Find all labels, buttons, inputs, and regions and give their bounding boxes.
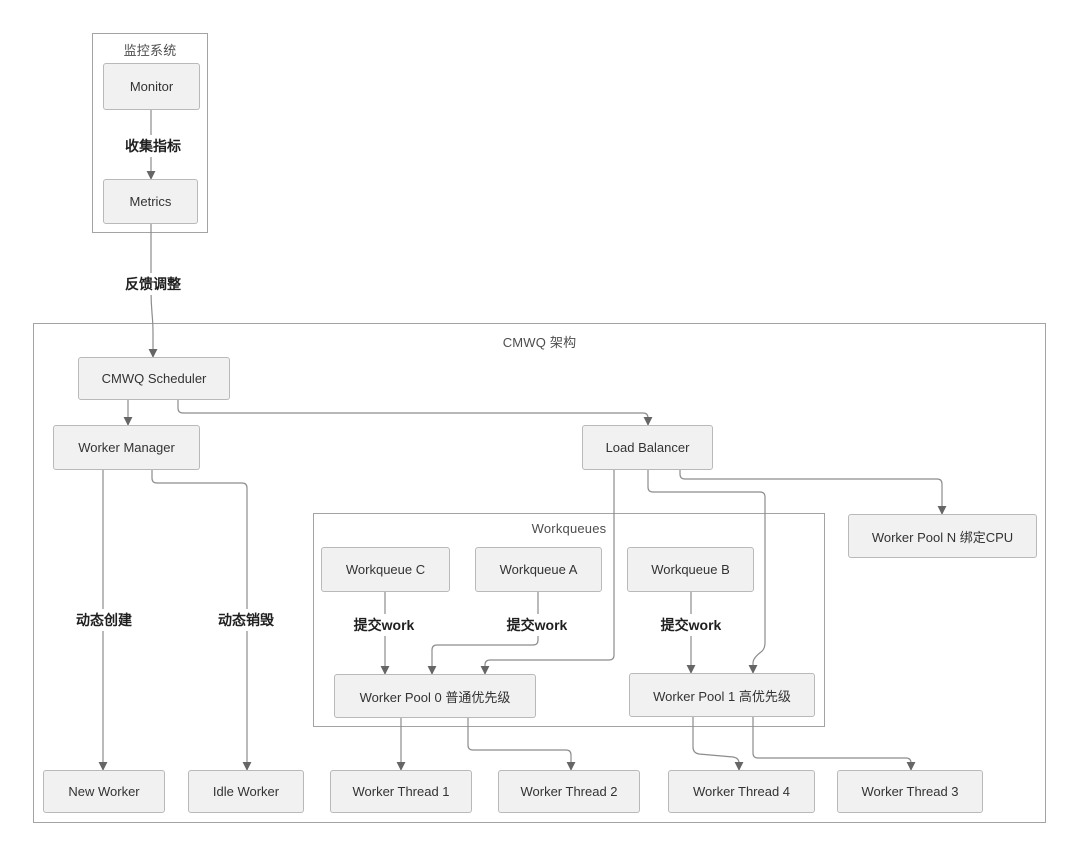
edge-workqueuea-pool0: [427, 592, 539, 675]
node-worker-thread-1: Worker Thread 1: [330, 770, 472, 813]
edge-label-dynamic-destroy: 动态销毁: [215, 609, 277, 631]
container-workqueues: Workqueues: [313, 513, 825, 727]
edge-label-submit-work-a: 提交work: [503, 614, 571, 636]
node-worker-thread-4: Worker Thread 4: [668, 770, 815, 813]
node-workqueue-a: Workqueue A: [475, 547, 602, 592]
node-idle-worker: Idle Worker: [188, 770, 304, 813]
node-cmwq-scheduler: CMWQ Scheduler: [78, 357, 230, 400]
edge-label-collect-metrics: 收集指标: [122, 135, 184, 157]
edge-loadbalancer-pool1: [647, 470, 766, 674]
node-new-worker: New Worker: [43, 770, 165, 813]
node-worker-manager: Worker Manager: [53, 425, 200, 470]
edge-scheduler-loadbalancer: [177, 400, 653, 426]
edge-workermanager-idleworker: [151, 470, 252, 771]
edge-loadbalancer-pool0: [480, 470, 615, 675]
container-monitor-system: 监控系统: [92, 33, 208, 233]
edge-pool0-thread2: [467, 718, 576, 771]
node-worker-pool-n: Worker Pool N 绑定CPU: [848, 514, 1037, 558]
container-monitor-system-title: 监控系统: [123, 43, 177, 58]
node-workqueue-c: Workqueue C: [321, 547, 450, 592]
node-worker-pool-1: Worker Pool 1 高优先级: [629, 673, 815, 717]
node-metrics: Metrics: [103, 179, 198, 224]
container-cmwq: CMWQ 架构: [33, 323, 1046, 823]
edge-label-submit-work-c: 提交work: [350, 614, 418, 636]
edge-loadbalancer-pooln: [679, 470, 947, 515]
container-cmwq-title: CMWQ 架构: [502, 335, 577, 350]
node-worker-thread-2: Worker Thread 2: [498, 770, 640, 813]
node-monitor: Monitor: [103, 63, 200, 110]
node-worker-thread-3: Worker Thread 3: [837, 770, 983, 813]
edge-label-feedback-adjust: 反馈调整: [122, 273, 184, 295]
edge-pool1-thread3: [752, 717, 916, 771]
node-load-balancer: Load Balancer: [582, 425, 713, 470]
container-workqueues-title: Workqueues: [531, 521, 607, 536]
node-worker-pool-0: Worker Pool 0 普通优先级: [334, 674, 536, 718]
node-workqueue-b: Workqueue B: [627, 547, 754, 592]
edge-label-dynamic-create: 动态创建: [73, 609, 135, 631]
edge-pool1-thread4: [692, 717, 744, 771]
edge-label-submit-work-b: 提交work: [657, 614, 725, 636]
